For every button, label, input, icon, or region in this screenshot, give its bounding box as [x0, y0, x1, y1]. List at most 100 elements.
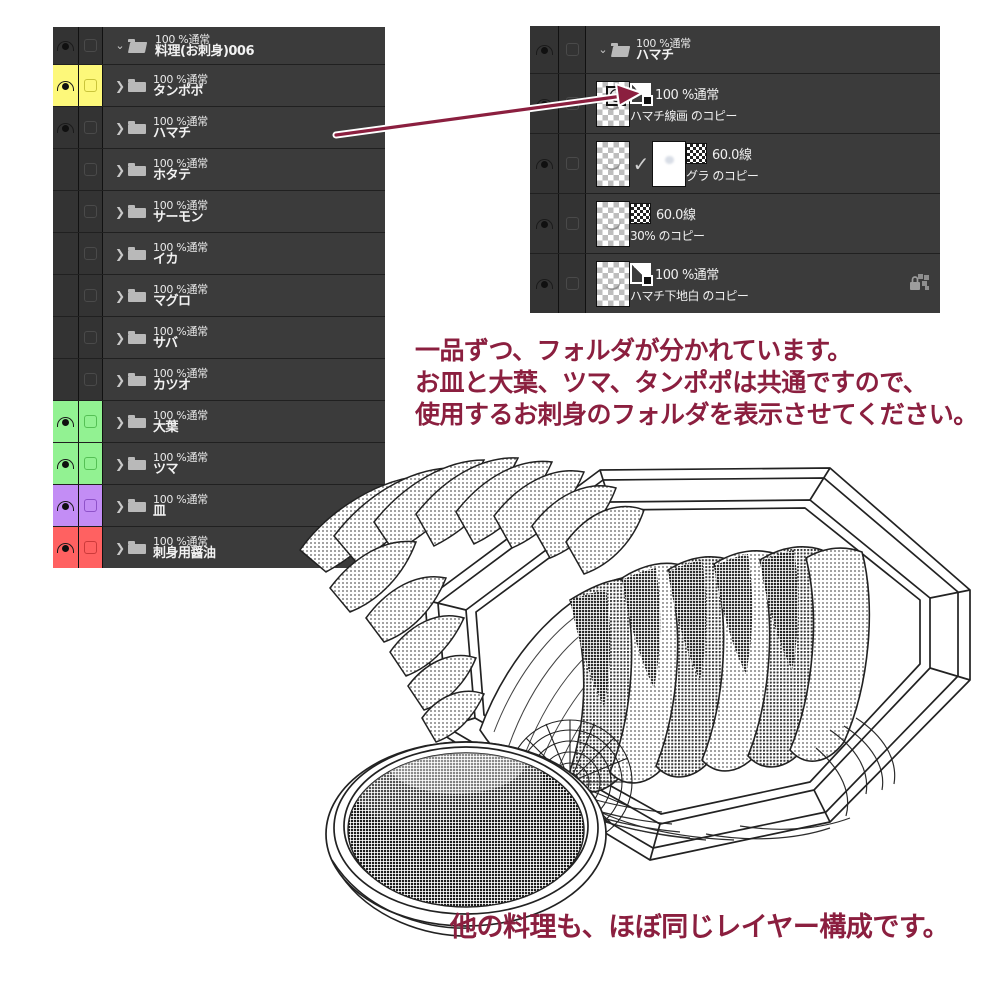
layer-row-body[interactable]: ❯100 %通常ハマチ: [103, 107, 385, 148]
swatch-square[interactable]: [84, 457, 97, 470]
lock-transparency-icon[interactable]: [908, 273, 930, 294]
chevron-right-icon[interactable]: ❯: [114, 246, 126, 261]
layer-row-body[interactable]: ❯100 %通常サーモン: [103, 191, 385, 232]
layer-row[interactable]: ❯100 %通常皿: [53, 484, 385, 526]
layer-color-swatch[interactable]: [78, 485, 103, 526]
visibility-toggle[interactable]: [53, 107, 78, 148]
visibility-toggle[interactable]: [53, 27, 78, 64]
eye-icon[interactable]: [535, 44, 553, 55]
visibility-toggle[interactable]: [53, 149, 78, 190]
layer-thumbnail[interactable]: [596, 200, 630, 247]
chevron-right-icon[interactable]: ❯: [114, 120, 126, 135]
layer-row[interactable]: ❯100 %通常ホタテ: [53, 148, 385, 190]
layer-row-body[interactable]: ❯100 %通常刺身用醤油: [103, 527, 385, 568]
swatch-square[interactable]: [565, 157, 579, 170]
layer-row-body[interactable]: ⌄100 %通常料理(お刺身)006: [103, 27, 385, 64]
visibility-toggle[interactable]: [530, 26, 558, 73]
layer-row[interactable]: ❯100 %通常ツマ: [53, 442, 385, 484]
layer-color-swatch[interactable]: [558, 134, 586, 193]
swatch-square[interactable]: [84, 289, 97, 302]
layer-row-body[interactable]: ❯100 %通常マグロ: [103, 275, 385, 316]
swatch-square[interactable]: [84, 499, 97, 512]
layer-row-body[interactable]: ⌄100 %通常ハマチ: [586, 26, 940, 73]
layer-color-swatch[interactable]: [78, 317, 103, 358]
layer-color-swatch[interactable]: [78, 191, 103, 232]
layer-row-body[interactable]: ✓60.0線グラ のコピー: [586, 134, 940, 193]
visibility-toggle[interactable]: [530, 194, 558, 253]
layer-color-swatch[interactable]: [78, 443, 103, 484]
eye-icon[interactable]: [57, 500, 74, 511]
swatch-square[interactable]: [84, 205, 97, 218]
eye-icon[interactable]: [535, 278, 553, 289]
mask-enabled-checkmark[interactable]: ✓: [632, 151, 650, 176]
layer-mask-thumbnail[interactable]: [652, 140, 686, 187]
visibility-toggle[interactable]: [53, 275, 78, 316]
eye-icon[interactable]: [57, 122, 74, 133]
layer-row-group-header[interactable]: ⌄100 %通常ハマチ: [530, 26, 940, 73]
layer-row[interactable]: 100 %通常ハマチ下地白 のコピー: [530, 253, 940, 313]
layer-row[interactable]: ❯100 %通常刺身用醤油: [53, 526, 385, 568]
visibility-toggle[interactable]: [53, 443, 78, 484]
layer-row[interactable]: ❯100 %通常サバ: [53, 316, 385, 358]
eye-icon[interactable]: [57, 40, 74, 51]
eye-icon[interactable]: [535, 218, 553, 229]
swatch-square[interactable]: [84, 163, 97, 176]
eye-icon[interactable]: [57, 80, 74, 91]
swatch-square[interactable]: [84, 247, 97, 260]
visibility-toggle[interactable]: [53, 485, 78, 526]
chevron-right-icon[interactable]: ❯: [114, 540, 126, 555]
layer-thumbnail[interactable]: [596, 260, 630, 307]
layer-row[interactable]: ❯100 %通常大葉: [53, 400, 385, 442]
swatch-square[interactable]: [84, 79, 97, 92]
swatch-square[interactable]: [84, 415, 97, 428]
chevron-right-icon[interactable]: ❯: [114, 414, 126, 429]
layer-color-swatch[interactable]: [78, 359, 103, 400]
layer-row[interactable]: ✓60.0線グラ のコピー: [530, 133, 940, 193]
swatch-square[interactable]: [84, 541, 97, 554]
chevron-down-icon[interactable]: ⌄: [115, 39, 125, 52]
visibility-toggle[interactable]: [53, 65, 78, 106]
chevron-right-icon[interactable]: ❯: [114, 288, 126, 303]
swatch-square[interactable]: [565, 217, 579, 230]
eye-icon[interactable]: [57, 542, 74, 553]
layer-color-swatch[interactable]: [78, 527, 103, 568]
layer-row-body[interactable]: ❯100 %通常ホタテ: [103, 149, 385, 190]
visibility-toggle[interactable]: [53, 401, 78, 442]
layer-row[interactable]: ❯100 %通常マグロ: [53, 274, 385, 316]
chevron-right-icon[interactable]: ❯: [114, 204, 126, 219]
layer-row-body[interactable]: ❯100 %通常大葉: [103, 401, 385, 442]
chevron-right-icon[interactable]: ❯: [114, 330, 126, 345]
swatch-square[interactable]: [84, 331, 97, 344]
layer-row[interactable]: ❯100 %通常ハマチ: [53, 106, 385, 148]
eye-icon[interactable]: [57, 458, 74, 469]
layer-row-body[interactable]: 100 %通常ハマチ下地白 のコピー: [586, 254, 940, 313]
layer-row-body[interactable]: ❯100 %通常カツオ: [103, 359, 385, 400]
layer-color-swatch[interactable]: [78, 27, 103, 64]
layer-row-body[interactable]: ❯100 %通常ツマ: [103, 443, 385, 484]
eye-icon[interactable]: [57, 416, 74, 427]
visibility-toggle[interactable]: [53, 527, 78, 568]
layer-row-group-header[interactable]: ⌄100 %通常料理(お刺身)006: [53, 27, 385, 64]
visibility-toggle[interactable]: [53, 233, 78, 274]
chevron-down-icon[interactable]: ⌄: [598, 43, 608, 56]
layer-row-body[interactable]: ❯100 %通常サバ: [103, 317, 385, 358]
visibility-toggle[interactable]: [530, 254, 558, 313]
visibility-toggle[interactable]: [53, 359, 78, 400]
chevron-right-icon[interactable]: ❯: [114, 78, 126, 93]
layer-color-swatch[interactable]: [78, 149, 103, 190]
swatch-square[interactable]: [565, 43, 579, 56]
visibility-toggle[interactable]: [530, 134, 558, 193]
layer-row-body[interactable]: ❯100 %通常タンポポ: [103, 65, 385, 106]
swatch-square[interactable]: [84, 39, 97, 52]
layer-row-body[interactable]: ❯100 %通常イカ: [103, 233, 385, 274]
layer-color-swatch[interactable]: [78, 233, 103, 274]
layer-color-swatch[interactable]: [558, 26, 586, 73]
chevron-right-icon[interactable]: ❯: [114, 498, 126, 513]
layer-panel-left[interactable]: ⌄100 %通常料理(お刺身)006❯100 %通常タンポポ❯100 %通常ハマ…: [53, 27, 385, 568]
layer-row[interactable]: ❯100 %通常カツオ: [53, 358, 385, 400]
layer-row[interactable]: ❯100 %通常タンポポ: [53, 64, 385, 106]
layer-color-swatch[interactable]: [558, 254, 586, 313]
